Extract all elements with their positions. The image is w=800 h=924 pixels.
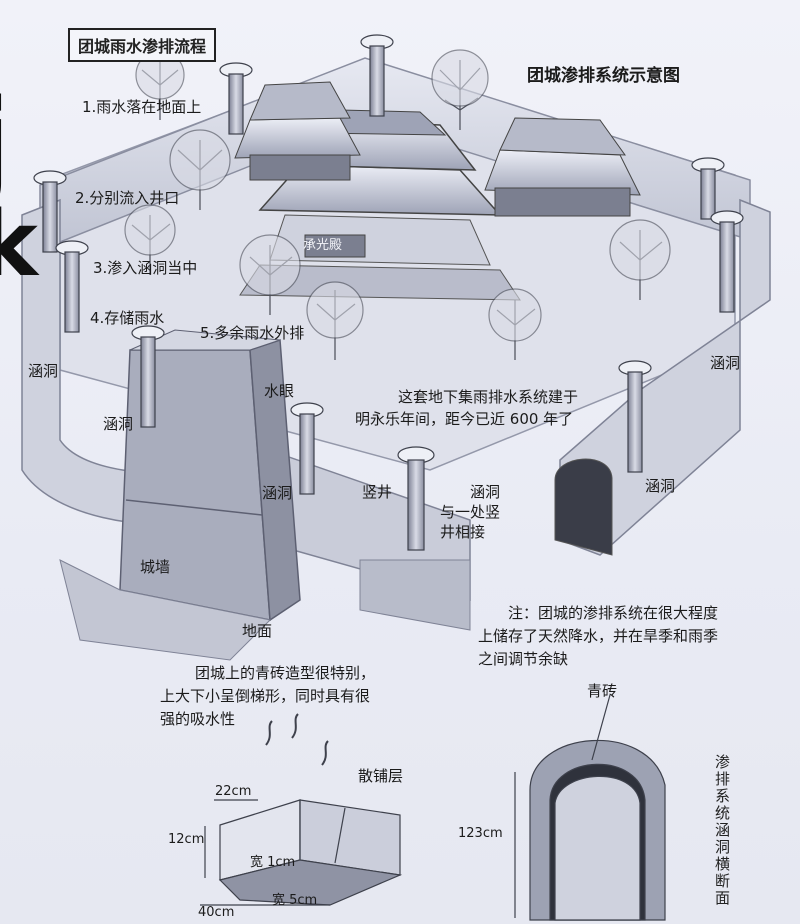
step-3: 3.渗入涵洞当中	[93, 259, 198, 277]
label-ground: 地面	[242, 622, 273, 640]
well-5	[131, 325, 165, 428]
trees	[124, 49, 671, 360]
step-5: 5.多余雨水外排	[200, 324, 305, 342]
right-hall	[484, 117, 641, 217]
step-4: 4.存储雨水	[90, 309, 165, 327]
flow-title: 团城雨水渗排流程	[68, 28, 217, 62]
section-top-label: 青砖	[587, 682, 618, 700]
left-hall	[234, 81, 361, 181]
well-3	[33, 170, 67, 253]
right-culvert	[559, 198, 771, 556]
well-8	[618, 360, 652, 473]
history-line-1: 这套地下集雨排水系统建于	[398, 388, 579, 406]
label-water-eye: 水眼	[264, 382, 295, 400]
edge-glyph-2: k	[0, 192, 38, 297]
brick-height-dim: 12cm	[168, 832, 205, 847]
step-2: 2.分别流入井口	[75, 189, 180, 207]
edge-glyph-1: j	[0, 85, 11, 205]
brick-gap-dim: 宽 1cm	[250, 855, 296, 870]
culvert-section	[514, 694, 666, 921]
brick-top-dim: 22cm	[215, 784, 252, 799]
brick-layer-label: 散铺层	[358, 767, 404, 785]
wells	[33, 34, 744, 551]
right-culvert-mouth	[554, 458, 613, 556]
well-7	[397, 446, 435, 551]
junction-line-2: 与一处竖	[440, 503, 501, 521]
label-wall: 城墙	[140, 558, 171, 576]
well-10	[710, 210, 744, 313]
history-line-2: 明永乐年间，距今已近 600 年了	[355, 410, 574, 428]
well-2	[360, 34, 394, 117]
well-6	[290, 402, 324, 495]
brick-note-line-3: 强的吸水性	[160, 710, 236, 728]
label-culvert-4: 涵洞	[710, 354, 741, 372]
diagram-title: 团城渗排系统示意图	[527, 66, 680, 86]
note-line-1: 注：团城的渗排系统在很大程度	[508, 604, 719, 622]
note-line-3: 之间调节余缺	[478, 650, 569, 668]
label-hall: 承光殿	[303, 238, 343, 253]
note-line-2: 上储存了天然降水，并在旱季和雨季	[478, 627, 719, 645]
brick-note-line-1: 团城上的青砖造型很特别，	[195, 664, 376, 682]
center-culvert-end	[359, 559, 471, 631]
label-culvert-3: 涵洞	[262, 484, 293, 502]
junction-line-3: 井相接	[440, 523, 486, 541]
brick-bottom-dim: 40cm	[198, 905, 235, 920]
step-1: 1.雨水落在地面上	[82, 98, 202, 116]
label-culvert-2: 涵洞	[103, 415, 134, 433]
label-vertical-well: 竖井	[362, 483, 393, 501]
well-9	[691, 157, 725, 220]
junction-line-1: 涵洞	[470, 483, 501, 501]
section-height-label: 123cm	[458, 826, 503, 841]
brick-gap2-dim: 宽 5cm	[272, 893, 318, 908]
label-culvert-5: 涵洞	[645, 477, 676, 495]
brick-note-line-2: 上大下小呈倒梯形，同时具有很	[160, 687, 371, 705]
ground-slab	[59, 559, 272, 661]
brick-layers	[200, 713, 403, 906]
section-caption: 渗排系统涵洞横断面	[713, 754, 731, 907]
well-4	[55, 240, 89, 333]
well-1	[219, 62, 253, 135]
label-culvert-1: 涵洞	[28, 362, 59, 380]
